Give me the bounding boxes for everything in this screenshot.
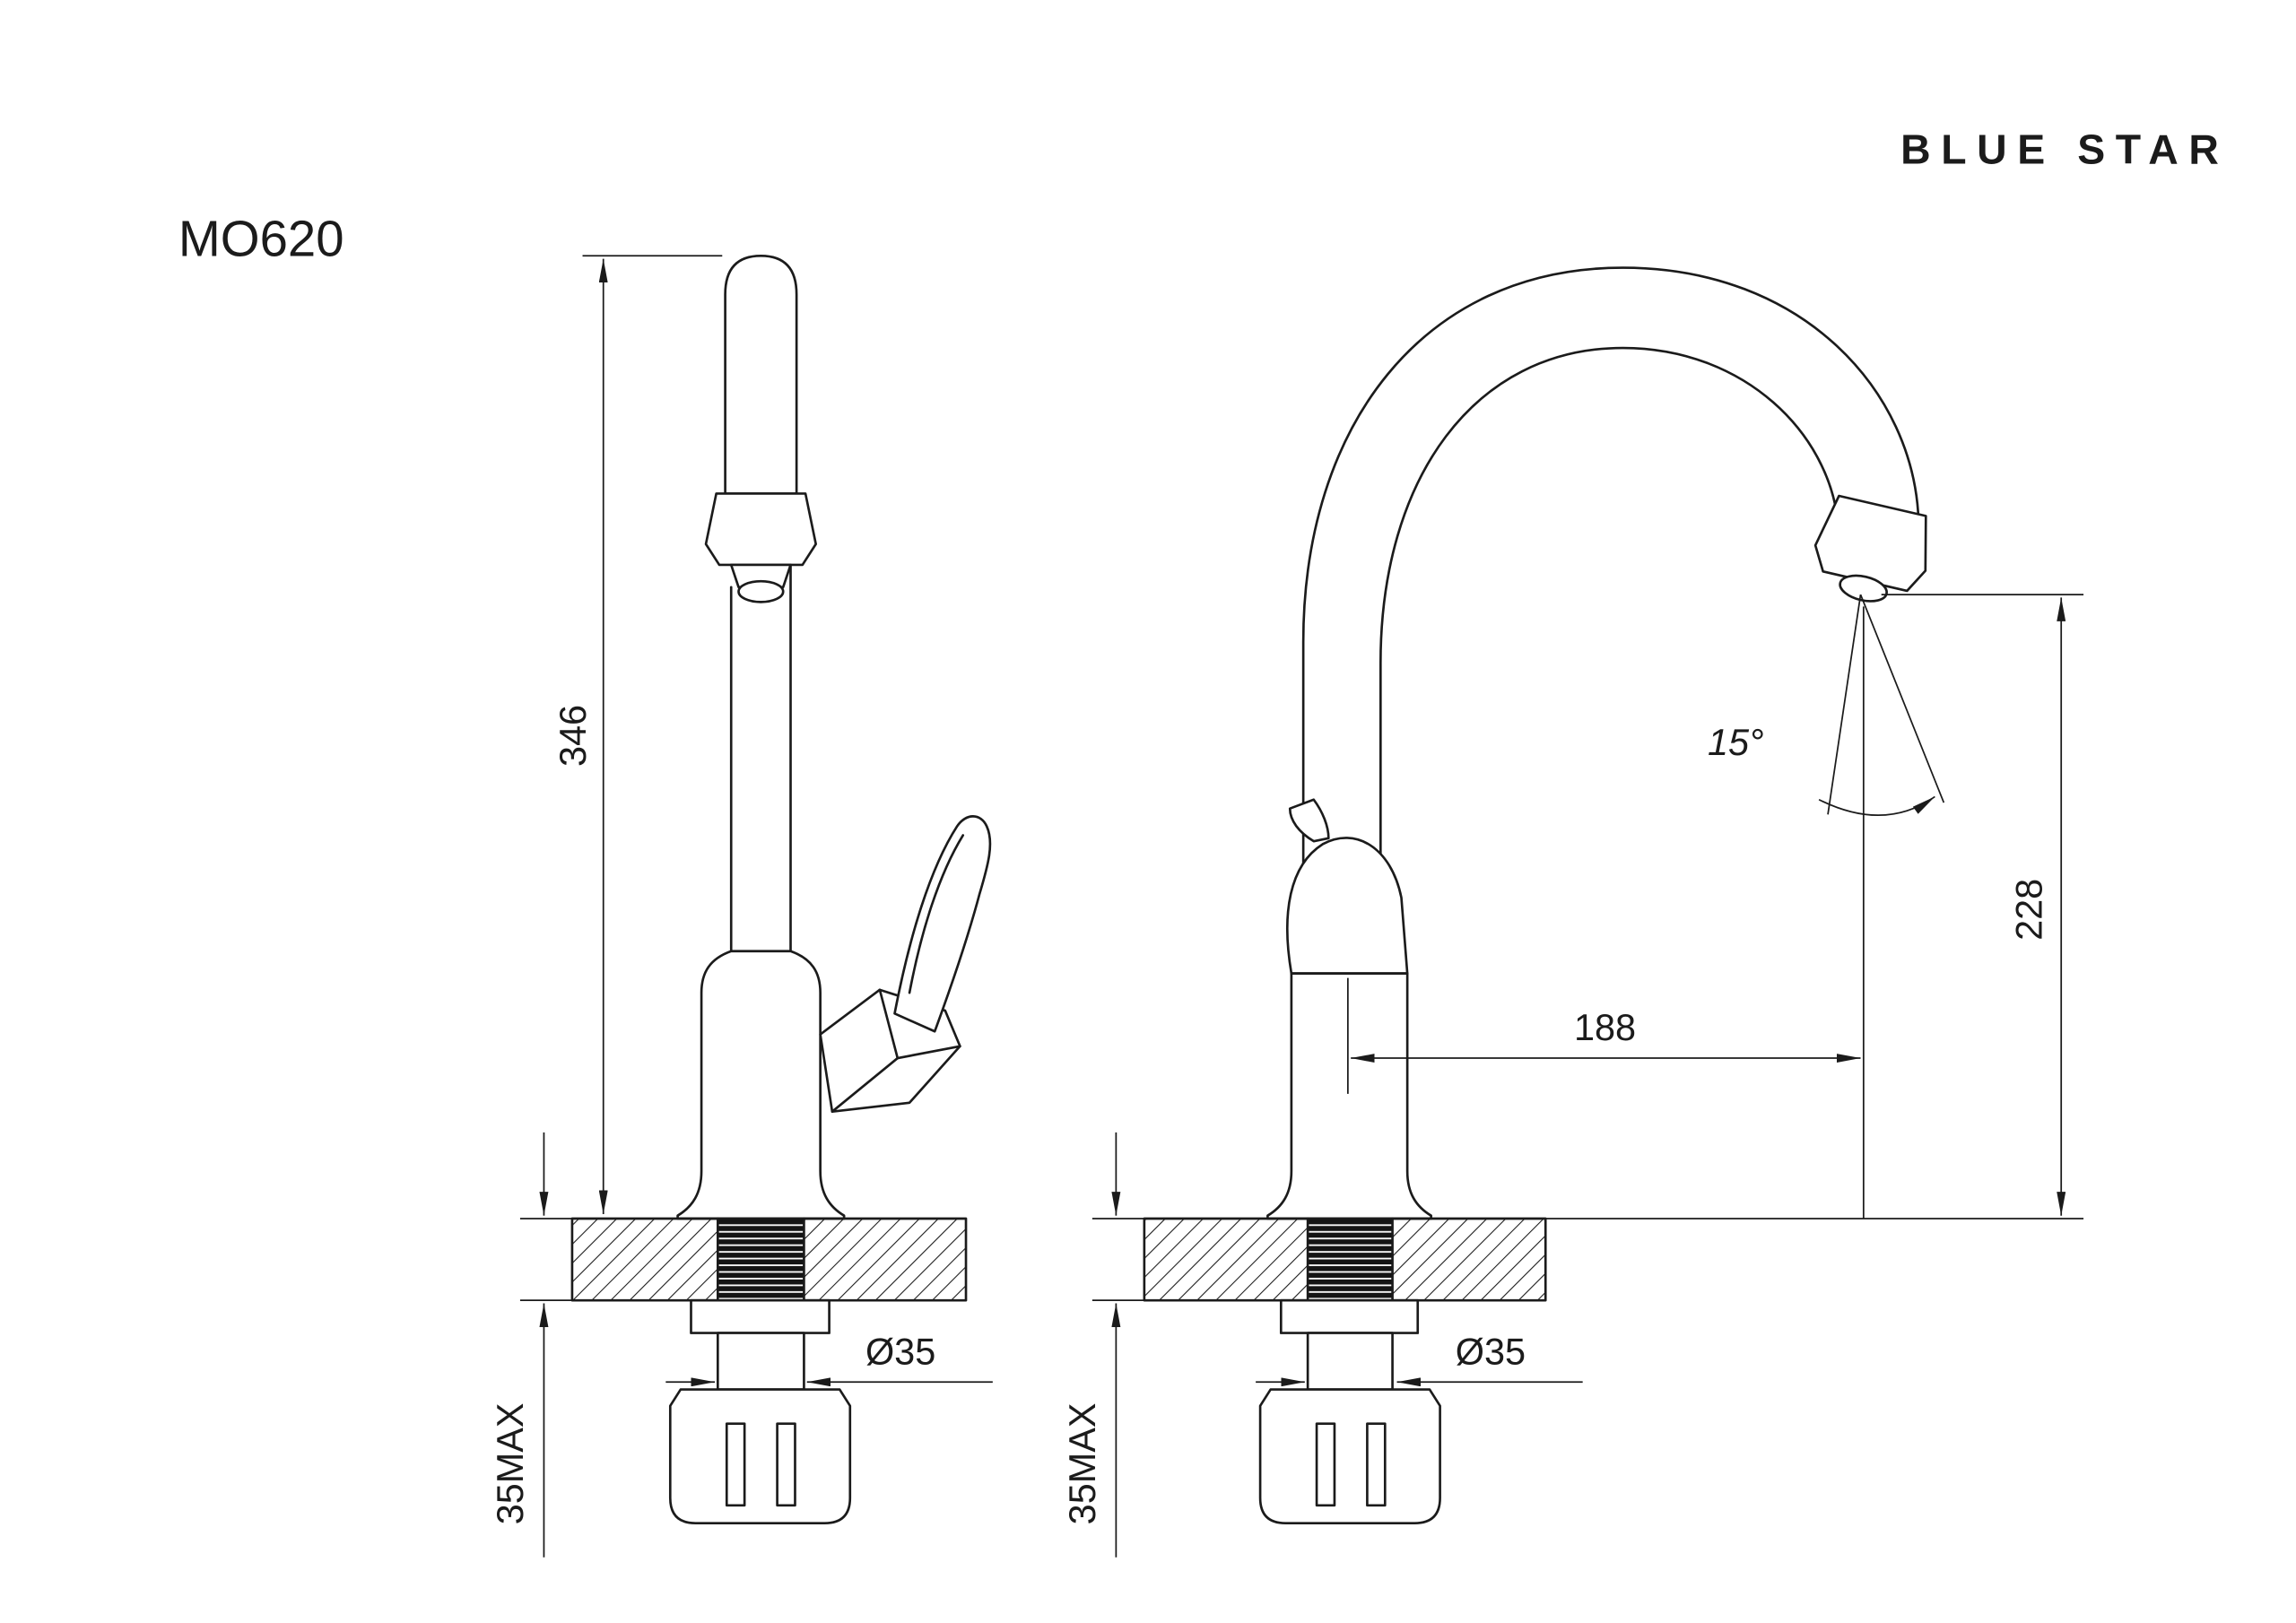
nut-slot xyxy=(725,1422,746,1507)
spout-tube-side xyxy=(724,254,798,495)
dimension-hole-right: Ø35 xyxy=(1256,1331,1583,1387)
washer xyxy=(1279,1298,1420,1334)
handle-facet-line xyxy=(878,988,900,1060)
gooseneck-inner-edge xyxy=(1378,346,1839,893)
counter-hatch xyxy=(1392,1219,1546,1301)
nozzle-tip-side xyxy=(729,563,792,589)
gooseneck-outer-edge xyxy=(1301,266,1920,893)
handle-dome-front xyxy=(1286,837,1409,975)
dimension-max-thickness-right: 35MAX xyxy=(1062,1132,1144,1558)
dimension-max-thickness-left: 35MAX xyxy=(490,1132,572,1558)
dim-hole-left-label: Ø35 xyxy=(865,1331,935,1372)
dim-max-thickness-right-label: 35MAX xyxy=(1062,1403,1103,1525)
mounting-nut xyxy=(668,1388,852,1525)
handle-lever-side xyxy=(893,815,992,1033)
nozzle-collar-front xyxy=(1813,494,1927,593)
counter-hatch xyxy=(1144,1219,1309,1301)
dim-total-height-label: 346 xyxy=(552,705,594,767)
angle-leg xyxy=(1827,594,1862,815)
threaded-shank xyxy=(1308,1219,1393,1301)
counter-hatch xyxy=(804,1219,967,1301)
nozzle-collar-side xyxy=(704,492,817,567)
model-number: MO620 xyxy=(178,210,344,266)
shank-cylinder xyxy=(1306,1332,1394,1391)
nozzle-outlet-front xyxy=(1839,574,1888,603)
handle-facet-line xyxy=(831,1056,900,1114)
angle-label: 15° xyxy=(1708,722,1764,763)
faucet-body-side xyxy=(676,950,846,1220)
countertop-left xyxy=(570,1217,968,1302)
mounting-nut xyxy=(1258,1388,1441,1525)
front-view-faucet xyxy=(1266,266,1927,1220)
handle-facet-line xyxy=(896,1045,961,1060)
dimension-total-height: 346 xyxy=(552,255,723,1215)
handle-lever-front xyxy=(1288,798,1330,843)
mounting-hardware-right xyxy=(1258,1298,1441,1525)
nozzle-front xyxy=(1813,494,1927,603)
nut-slot xyxy=(1366,1422,1387,1507)
threaded-shank xyxy=(718,1219,804,1301)
nut-slot xyxy=(1315,1422,1336,1507)
side-view-faucet xyxy=(676,254,992,1220)
angle-arc xyxy=(1818,795,1935,817)
nozzle-outlet-side xyxy=(737,579,785,603)
dimension-spout-height: 228 xyxy=(1545,594,2084,1219)
shank-cylinder xyxy=(716,1332,805,1391)
angle-annotation: 15° xyxy=(1708,594,1945,817)
dimension-reach: 188 xyxy=(1346,606,1865,1219)
dim-spout-height-label: 228 xyxy=(2009,879,2050,941)
nut-slot xyxy=(776,1422,796,1507)
dim-reach-label: 188 xyxy=(1574,1007,1636,1048)
dimension-hole-left: Ø35 xyxy=(665,1331,993,1387)
washer xyxy=(690,1298,831,1334)
faucet-body-front xyxy=(1266,972,1432,1220)
dim-max-thickness-label: 35MAX xyxy=(490,1403,531,1525)
counter-hatch xyxy=(571,1219,718,1301)
countertop-right xyxy=(1143,1217,1547,1302)
mounting-hardware-left xyxy=(668,1298,852,1525)
handle-lever-seam xyxy=(908,834,965,994)
dim-hole-right-label: Ø35 xyxy=(1456,1331,1526,1372)
angle-leg xyxy=(1859,594,1945,803)
brand-logo: BLUE STAR xyxy=(1900,126,2229,173)
